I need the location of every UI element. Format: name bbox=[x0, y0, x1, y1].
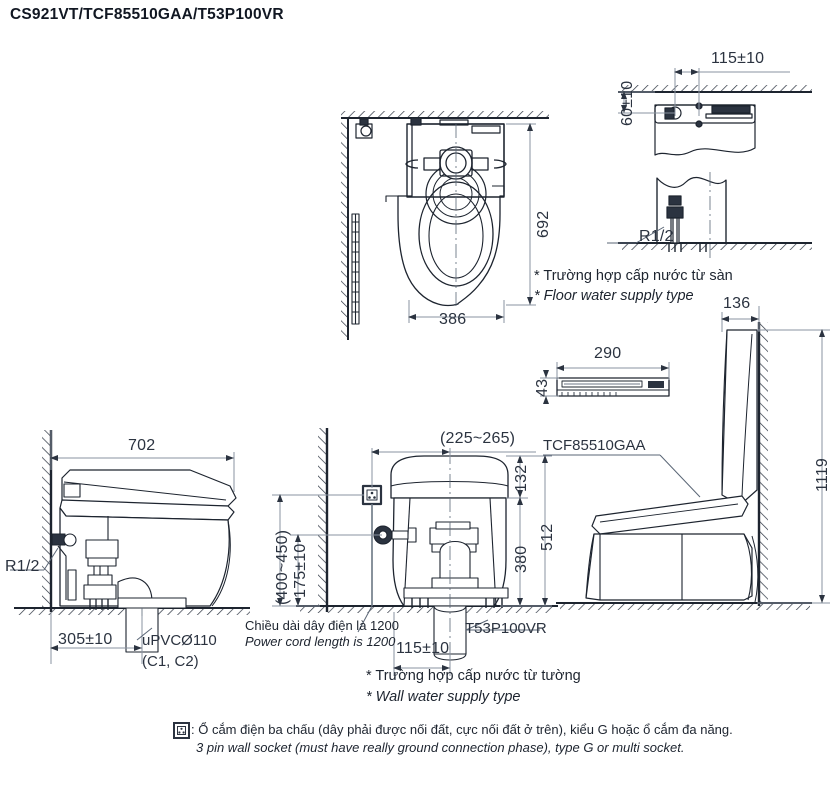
drain-label-sub: (C1, C2) bbox=[142, 653, 199, 670]
footnote-line-vi: : Ổ cắm điện ba chấu (dây phải được nối … bbox=[191, 722, 733, 737]
plan-width-dim: 386 bbox=[439, 311, 467, 328]
cord-note-en: Power cord length is 1200 bbox=[245, 634, 396, 649]
left-offset-dim: 305±10 bbox=[58, 631, 113, 648]
left-length-dim: 702 bbox=[128, 437, 156, 454]
center-socket-range-dim: (400~450) bbox=[274, 529, 291, 605]
footnote-line-en: 3 pin wall socket (must have really grou… bbox=[196, 740, 685, 755]
drain-label-main: uPVCØ110 bbox=[142, 632, 217, 649]
remote-height-dim: 43 bbox=[534, 378, 551, 397]
wall-supply-caption-vi: * Trường hợp cấp nước từ tường bbox=[366, 668, 581, 684]
center-drain-offset-dim: 115±10 bbox=[396, 640, 450, 657]
center-total-dim: 512 bbox=[539, 523, 556, 551]
center-range-top-dim: (225~265) bbox=[440, 430, 516, 447]
trap-model-label: T53P100VR bbox=[465, 620, 547, 637]
center-mid-dim: 380 bbox=[513, 545, 530, 573]
floor-supply-vertical-dim: 60±10 bbox=[619, 80, 636, 126]
center-tank-top-dim: 132 bbox=[513, 464, 530, 492]
floor-supply-caption-vi: * Trường hợp cấp nước từ sàn bbox=[534, 268, 733, 284]
plan-depth-dim: 692 bbox=[535, 210, 552, 238]
cord-note-vi: Chiều dài dây điện là 1200 bbox=[245, 618, 399, 633]
floor-supply-thread-label: R1/2 bbox=[639, 228, 674, 245]
lid-open-top-dim: 136 bbox=[723, 295, 751, 312]
remote-width-dim: 290 bbox=[594, 345, 622, 362]
wall-socket-icon bbox=[172, 722, 194, 739]
lid-open-height-dim: 1119 bbox=[814, 457, 831, 492]
floor-supply-caption-en: * Floor water supply type bbox=[534, 288, 694, 304]
wall-supply-caption-en: * Wall water supply type bbox=[366, 689, 521, 705]
left-thread-label: R1/2 bbox=[5, 558, 40, 575]
page-title: CS921VT/TCF85510GAA/T53P100VR bbox=[10, 6, 284, 23]
center-socket-height-dim: 175±10 bbox=[292, 543, 309, 598]
remote-model-label: TCF85510GAA bbox=[543, 437, 646, 454]
floor-supply-horizontal-dim: 115±10 bbox=[711, 50, 765, 67]
